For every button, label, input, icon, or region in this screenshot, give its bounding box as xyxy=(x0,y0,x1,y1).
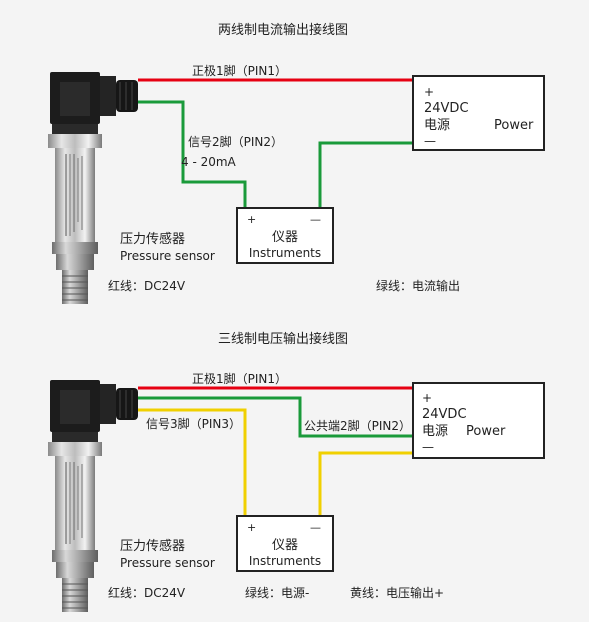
sensor-en-label-2: Pressure sensor xyxy=(120,556,215,570)
power-en-2: Power xyxy=(466,424,506,439)
legend-yellow-2: 黄线：电压输出+ xyxy=(350,585,444,600)
instrument-minus-2: — xyxy=(310,521,321,534)
pressure-sensor-image-1 xyxy=(47,71,139,305)
pressure-sensor-image-2 xyxy=(47,379,139,613)
power-plus-1: + xyxy=(424,85,434,99)
pin3-label-2: 信号3脚（PIN3） xyxy=(146,416,241,431)
power-voltage-1: 24VDC xyxy=(424,101,469,116)
sensor-en-label-1: Pressure sensor xyxy=(120,249,215,263)
diagram2-title: 三线制电压输出接线图 xyxy=(218,331,348,347)
diagram-three-wire: 三线制电压输出接线图 正极1脚（PIN1） 信号3脚（PIN3） 公共端2脚（P… xyxy=(47,331,545,613)
instrument-cn-1: 仪器 xyxy=(272,230,298,245)
power-en-1: Power xyxy=(494,118,534,133)
green-wire-signal-1 xyxy=(138,100,247,210)
legend-red-1: 红线：DC24V xyxy=(108,278,186,293)
power-supply-box-2 xyxy=(412,382,545,459)
power-minus-1: — xyxy=(424,134,436,148)
power-plus-2: + xyxy=(422,391,432,405)
diagram1-title: 两线制电流输出接线图 xyxy=(218,22,348,38)
power-supply-box-1 xyxy=(412,75,545,151)
instrument-en-2: Instruments xyxy=(249,554,321,568)
instrument-plus-1: + xyxy=(247,213,256,226)
sensor-cn-label-1: 压力传感器 xyxy=(120,231,185,247)
instrument-box-2 xyxy=(236,515,334,572)
green-wire-return-1 xyxy=(318,141,413,210)
pin2-label-1: 信号2脚（PIN2） xyxy=(188,134,283,149)
instrument-box-1 xyxy=(236,207,334,264)
power-cn-2: 电源 xyxy=(422,424,448,439)
instrument-en-1: Instruments xyxy=(249,246,321,260)
diagram-two-wire: 两线制电流输出接线图 正极1脚（PIN1） 信号2脚（PIN2） 4 - 20m… xyxy=(47,22,545,305)
pin1-label-2: 正极1脚（PIN1） xyxy=(192,371,287,386)
power-cn-1: 电源 xyxy=(424,118,450,133)
yellow-wire-return-2 xyxy=(318,451,413,518)
green-wire-common-2 xyxy=(138,396,413,438)
pin1-label-1: 正极1脚（PIN1） xyxy=(192,63,287,78)
legend-red-2: 红线：DC24V xyxy=(108,585,186,600)
legend-green-2: 绿线：电源- xyxy=(245,585,309,600)
instrument-plus-2: + xyxy=(247,521,256,534)
legend-green-1: 绿线：电流输出 xyxy=(376,278,460,293)
instrument-cn-2: 仪器 xyxy=(272,538,298,553)
instrument-minus-1: — xyxy=(310,213,321,226)
yellow-wire-signal-2 xyxy=(138,408,247,518)
signal-range-label: 4 - 20mA xyxy=(181,155,237,169)
sensor-cn-label-2: 压力传感器 xyxy=(120,538,185,554)
power-minus-2: — xyxy=(422,440,434,454)
power-voltage-2: 24VDC xyxy=(422,407,467,422)
pin2-label-2: 公共端2脚（PIN2） xyxy=(304,418,411,433)
